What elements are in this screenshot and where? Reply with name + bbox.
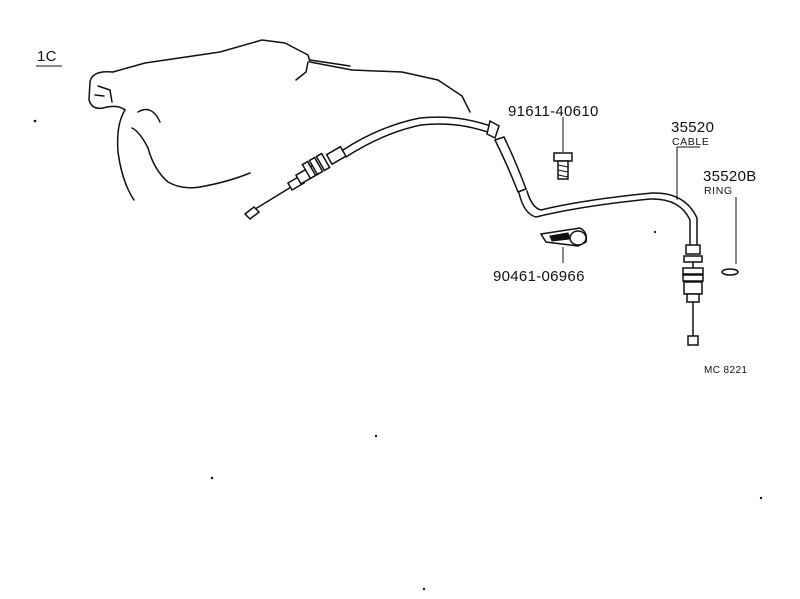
part-number-90461-06966: 90461-06966: [493, 268, 585, 285]
bolt-91611-40610: [553, 117, 573, 180]
cable-end-fitting-left: [243, 206, 261, 220]
cable-end-fitting-right: [687, 335, 699, 346]
part-name-ring: RING: [704, 185, 733, 197]
clamp-90461-06966: [539, 227, 588, 263]
cable-assembly: [243, 116, 704, 346]
engine-outline: [88, 39, 471, 201]
figure-code: MC 8221: [704, 365, 747, 376]
section-label: 1C: [37, 48, 57, 65]
part-name-cable: CABLE: [672, 136, 709, 148]
part-number-91611-40610: 91611-40610: [508, 103, 599, 120]
part-number-35520: 35520: [671, 119, 714, 136]
scan-specks: [33, 119, 763, 591]
ring-35520b: [721, 197, 739, 276]
part-number-35520b: 35520B: [703, 168, 757, 185]
